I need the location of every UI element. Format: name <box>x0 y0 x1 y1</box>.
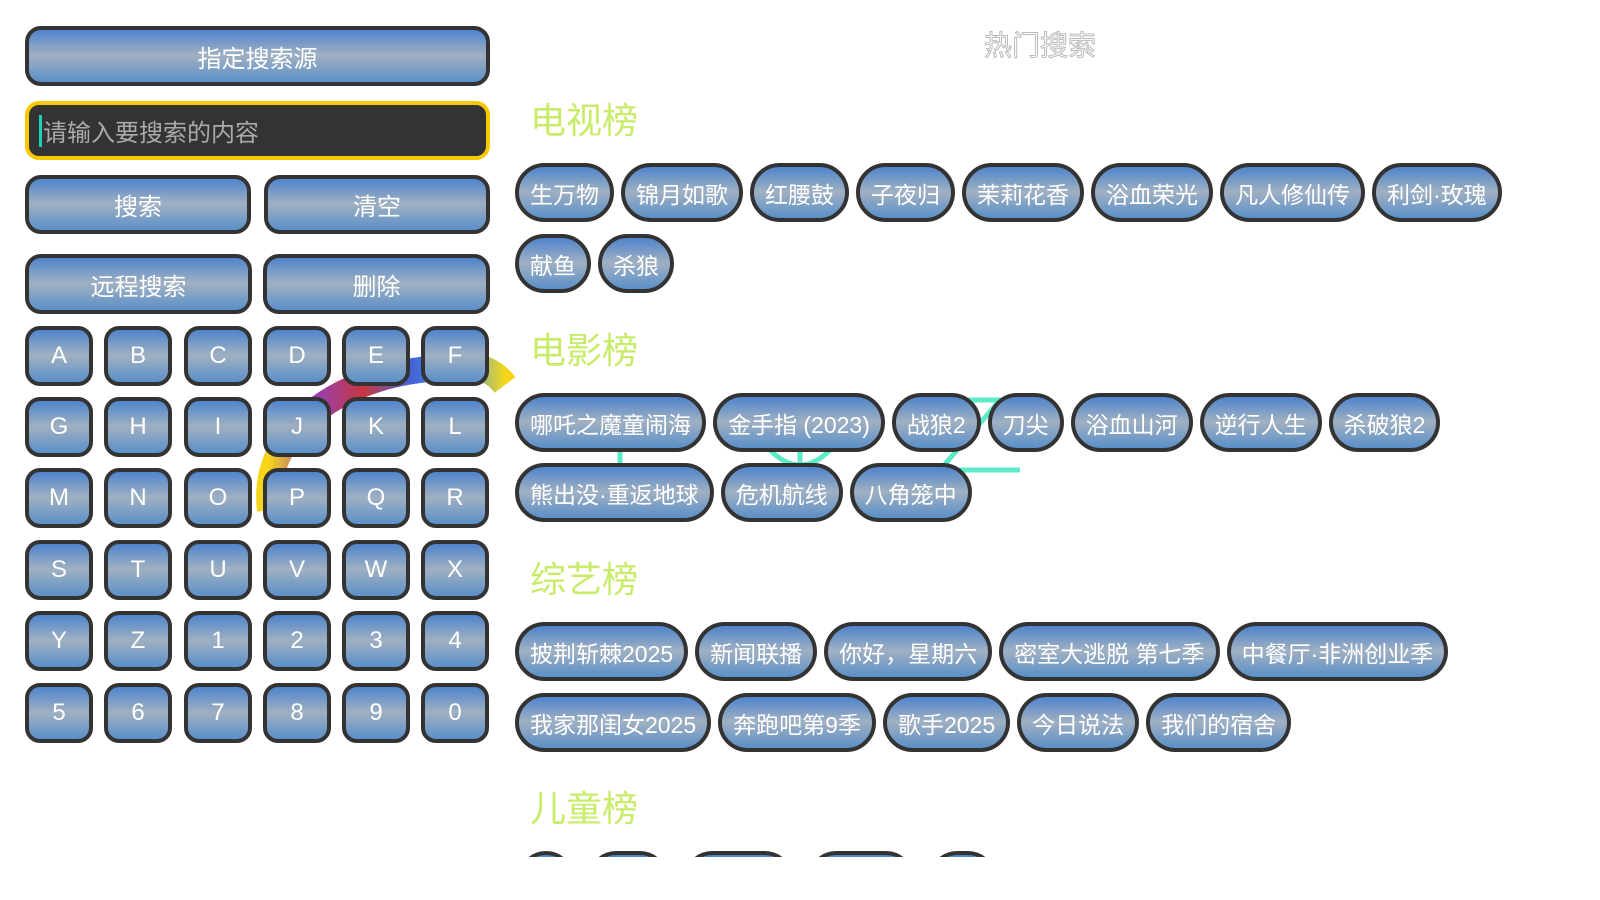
hot-item-chip[interactable]: 献鱼 <box>515 234 591 293</box>
key-f[interactable]: F <box>421 326 489 386</box>
key-r[interactable]: R <box>421 468 489 528</box>
hot-item-chip[interactable]: 子夜归 <box>856 163 955 222</box>
hot-item-chip[interactable] <box>587 851 669 857</box>
key-i[interactable]: I <box>184 397 252 457</box>
key-v[interactable]: V <box>263 540 331 600</box>
key-z[interactable]: Z <box>104 611 172 671</box>
hot-item-chip[interactable]: 今日说法 <box>1017 693 1140 752</box>
key-u[interactable]: U <box>184 540 252 600</box>
key-2[interactable]: 2 <box>263 611 331 671</box>
hot-search-title: 热门搜索 <box>983 29 1096 63</box>
key-d[interactable]: D <box>263 326 331 386</box>
key-0[interactable]: 0 <box>421 683 489 743</box>
hot-item-chip[interactable]: 利剑·玫瑰 <box>1372 163 1502 222</box>
hot-item-chip[interactable]: 披荆斩棘2025 <box>515 622 689 681</box>
key-8[interactable]: 8 <box>263 683 331 743</box>
key-j[interactable]: J <box>263 397 331 457</box>
key-y[interactable]: Y <box>25 611 93 671</box>
remote-search-button[interactable]: 远程搜索 <box>25 254 252 314</box>
key-m[interactable]: M <box>25 468 93 528</box>
key-4[interactable]: 4 <box>421 611 489 671</box>
hot-item-chip[interactable]: 战狼2 <box>891 393 981 452</box>
key-k[interactable]: K <box>342 397 410 457</box>
search-button[interactable]: 搜索 <box>25 175 251 234</box>
key-o[interactable]: O <box>184 468 252 528</box>
hot-item-chip[interactable] <box>683 851 794 857</box>
hot-item-chip[interactable]: 我家那闺女2025 <box>515 693 712 752</box>
key-l[interactable]: L <box>421 397 489 457</box>
hot-item-chip[interactable]: 金手指 (2023) <box>713 393 885 452</box>
hot-item-chip[interactable]: 新闻联播 <box>695 622 818 681</box>
key-t[interactable]: T <box>104 540 172 600</box>
hot-item-chip[interactable] <box>807 851 915 857</box>
hot-item-chip[interactable]: 危机航线 <box>720 463 843 522</box>
delete-button[interactable]: 删除 <box>263 254 490 314</box>
key-6[interactable]: 6 <box>104 683 172 743</box>
hot-item-chip[interactable]: 浴血荣光 <box>1091 163 1213 222</box>
specify-source-button[interactable]: 指定搜索源 <box>25 26 490 86</box>
hot-item-chip[interactable]: 锦月如歌 <box>621 163 743 222</box>
hot-item-chip[interactable]: 红腰鼓 <box>750 163 849 222</box>
hot-item-chip[interactable]: 杀狼 <box>598 234 674 293</box>
key-w[interactable]: W <box>342 540 410 600</box>
hot-item-chip[interactable]: 八角笼中 <box>849 463 972 522</box>
hot-item-chip[interactable] <box>928 851 997 857</box>
hot-item-chip[interactable]: 刀尖 <box>987 393 1064 452</box>
key-x[interactable]: X <box>421 540 489 600</box>
hot-item-chip[interactable]: 逆行人生 <box>1199 393 1322 452</box>
chip-row: 生万物锦月如歌红腰鼓子夜归茉莉花香浴血荣光凡人修仙传利剑·玫瑰 <box>515 163 1502 222</box>
key-7[interactable]: 7 <box>184 683 252 743</box>
section-title: 电视榜 <box>530 101 639 142</box>
text-cursor <box>39 114 42 147</box>
clear-button[interactable]: 清空 <box>264 175 490 234</box>
key-a[interactable]: A <box>25 326 93 386</box>
key-s[interactable]: S <box>25 540 93 600</box>
key-e[interactable]: E <box>342 326 410 386</box>
key-b[interactable]: B <box>104 326 172 386</box>
search-placeholder: 请输入要搜索的内容 <box>43 119 259 147</box>
hot-item-chip[interactable]: 生万物 <box>515 163 614 222</box>
key-c[interactable]: C <box>184 326 252 386</box>
hot-item-chip[interactable]: 凡人修仙传 <box>1220 163 1365 222</box>
key-9[interactable]: 9 <box>342 683 410 743</box>
key-g[interactable]: G <box>25 397 93 457</box>
key-q[interactable]: Q <box>342 468 410 528</box>
hot-item-chip[interactable]: 密室大逃脱 第七季 <box>999 622 1220 681</box>
key-p[interactable]: P <box>263 468 331 528</box>
section-title: 电影榜 <box>530 331 639 372</box>
section-title: 儿童榜 <box>530 789 639 830</box>
search-input[interactable]: 请输入要搜索的内容 <box>25 101 490 160</box>
chip-row: 熊出没·重返地球危机航线八角笼中 <box>515 463 972 522</box>
chip-row: 献鱼杀狼 <box>515 234 674 293</box>
hot-item-chip[interactable]: 奔跑吧第9季 <box>718 693 876 752</box>
section-title: 综艺榜 <box>530 560 639 601</box>
hot-item-chip[interactable]: 你好，星期六 <box>824 622 993 681</box>
hot-item-chip[interactable]: 杀破狼2 <box>1328 393 1441 452</box>
hot-item-chip[interactable]: 哪吒之魔童闹海 <box>515 393 706 452</box>
hot-item-chip[interactable] <box>518 851 574 857</box>
hot-item-chip[interactable]: 歌手2025 <box>882 693 1011 752</box>
key-1[interactable]: 1 <box>184 611 252 671</box>
hot-item-chip[interactable]: 茉莉花香 <box>962 163 1084 222</box>
key-h[interactable]: H <box>104 397 172 457</box>
hot-item-chip[interactable]: 中餐厅·非洲创业季 <box>1226 622 1449 681</box>
key-3[interactable]: 3 <box>342 611 410 671</box>
hot-item-chip[interactable]: 熊出没·重返地球 <box>515 463 714 522</box>
key-n[interactable]: N <box>104 468 172 528</box>
key-5[interactable]: 5 <box>25 683 93 743</box>
hot-item-chip[interactable]: 浴血山河 <box>1070 393 1193 452</box>
hot-item-chip[interactable]: 我们的宿舍 <box>1146 693 1292 752</box>
